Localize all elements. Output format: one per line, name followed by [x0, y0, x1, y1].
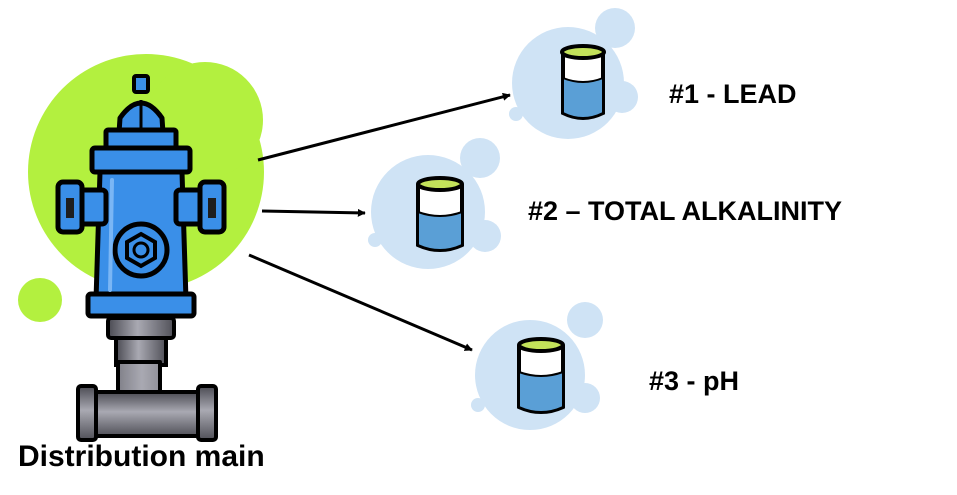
sample-cup-icon [471, 302, 603, 430]
sample-cup-icon [368, 138, 501, 269]
arrow-to-sample-1 [257, 92, 511, 162]
arrow-to-sample-3 [248, 253, 473, 352]
sample-cup-icon [509, 8, 638, 139]
sample-2-label: #2 – TOTAL ALKALINITY [528, 196, 843, 226]
distribution-main-label: Distribution main [18, 440, 265, 473]
sample-1-label: #1 - LEAD [669, 79, 797, 109]
pipe-icon [76, 316, 218, 442]
arrow-to-sample-2 [261, 208, 366, 217]
sample-3-label: #3 - pH [649, 366, 740, 396]
fire-hydrant-icon [55, 74, 227, 442]
